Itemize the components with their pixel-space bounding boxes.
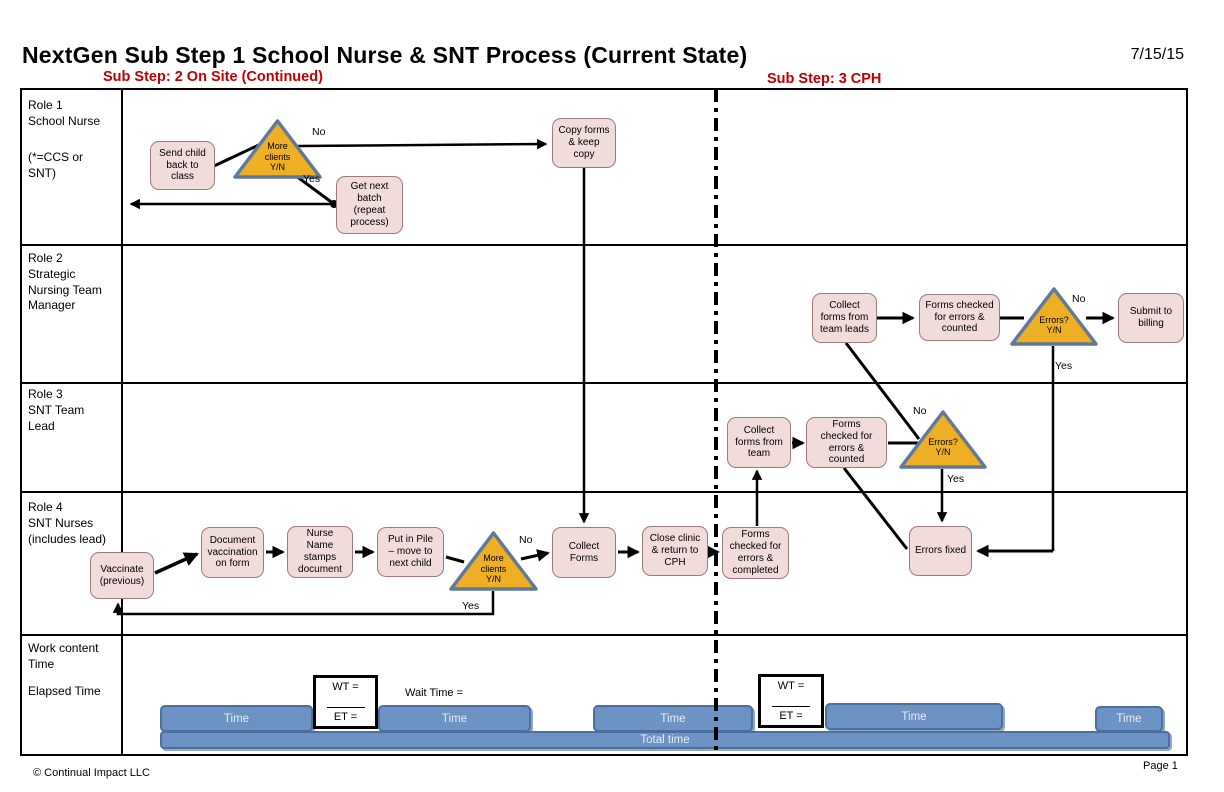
decision-errors-2: [1010, 287, 1098, 346]
branch-no-4: No: [519, 534, 533, 546]
time-bar-2: Time: [378, 705, 531, 732]
date-label: 7/15/15: [1130, 46, 1184, 63]
connector: [154, 552, 200, 575]
lane-worktime-label: Work content Time: [28, 641, 99, 671]
lane-role1-note: (*=CCS or SNT): [28, 150, 84, 180]
connector-no-1: [297, 138, 548, 150]
connector-no-3: [844, 342, 921, 440]
node-errors-fixed: Errors fixed: [909, 526, 972, 576]
connector: [445, 555, 465, 564]
lane-role1-label: Role 1 School Nurse: [28, 98, 101, 128]
node-document-vaccination: Document vaccination on form: [201, 527, 264, 578]
node-nurse-name-stamps: Nurse Name stamps document: [287, 526, 353, 578]
branch-yes-4: Yes: [462, 600, 480, 612]
page-number: Page 1: [1143, 760, 1178, 772]
node-submit-to-billing: Submit to billing: [1118, 293, 1184, 343]
lane-role4-label: Role 4 SNT Nurses (includes lead): [28, 500, 107, 546]
wt-et-divider: [772, 706, 810, 707]
branch-no-2: No: [1072, 293, 1086, 305]
connector-yes-4-return: [112, 591, 495, 616]
decision-errors-3: [899, 410, 987, 469]
total-time-bar: Total time: [160, 731, 1170, 749]
connector-fix-recheck: [842, 467, 909, 550]
branch-no-3: No: [913, 405, 927, 417]
lane-role2-label: Role 2 Strategic Nursing Team Manager: [28, 251, 102, 313]
branch-yes-1: Yes: [303, 173, 321, 185]
lane-elapsed-label: Elapsed Time: [28, 684, 101, 698]
decision-more-clients-1: [233, 119, 322, 179]
branch-yes-3: Yes: [947, 473, 965, 485]
substep-3-header: Sub Step: 3 CPH: [767, 71, 882, 87]
decision-errors-2-label: Errors? Y/N: [1039, 314, 1069, 335]
wait-time-label: Wait Time =: [405, 687, 463, 699]
node-put-in-pile: Put in Pile – move to next child: [377, 527, 444, 577]
decision-more-clients-4: [449, 531, 538, 591]
time-bar-1: Time: [160, 705, 313, 732]
decision-more-clients-1-label: More clients Y/N: [264, 141, 291, 173]
wt-et-box-2: WT = ET =: [758, 674, 824, 728]
connector: [213, 141, 264, 168]
page-title: NextGen Sub Step 1 School Nurse & SNT Pr…: [22, 42, 748, 68]
node-collect-forms-team-leads: Collect forms from team leads: [812, 293, 877, 343]
node-copy-forms: Copy forms & keep copy: [552, 118, 616, 168]
node-forms-checked-counted-r2: Forms checked for errors & counted: [919, 294, 1000, 341]
substep-2-header: Sub Step: 2 On Site (Continued): [103, 69, 323, 85]
node-forms-checked-completed: Forms checked for errors & completed: [722, 527, 789, 579]
node-vaccinate-previous: Vaccinate (previous): [90, 552, 154, 599]
wt-et-box-1: WT = ET =: [313, 675, 378, 729]
lane-role3-label: Role 3 SNT Team Lead: [28, 387, 85, 433]
wt-label: WT =: [332, 681, 359, 693]
node-collect-forms-team: Collect forms from team: [727, 417, 791, 468]
node-collect-forms-r4: Collect Forms: [552, 527, 616, 578]
node-close-clinic: Close clinic & return to CPH: [642, 526, 708, 576]
branch-yes-2: Yes: [1055, 360, 1073, 372]
wt-et-divider: [326, 707, 365, 708]
et-label: ET =: [333, 711, 358, 723]
et-label: ET =: [779, 710, 803, 722]
node-forms-checked-counted-r3: Forms checked for errors & counted: [806, 417, 887, 468]
time-bar-4: Time: [825, 703, 1003, 730]
decision-errors-3-label: Errors? Y/N: [928, 436, 958, 457]
swimlane-grid: [20, 88, 1188, 756]
decision-more-clients-4-label: More clients Y/N: [480, 553, 507, 585]
node-send-child: Send child back to class: [150, 141, 215, 190]
time-bar-3: Time: [593, 705, 753, 732]
node-get-next-batch: Get next batch (repeat process): [336, 176, 403, 234]
branch-no-1: No: [312, 126, 326, 138]
time-bar-5: Time: [1095, 706, 1163, 732]
wt-label: WT =: [777, 680, 805, 692]
connector-no-4: [520, 549, 550, 562]
copyright-label: © Continual Impact LLC: [33, 767, 150, 779]
